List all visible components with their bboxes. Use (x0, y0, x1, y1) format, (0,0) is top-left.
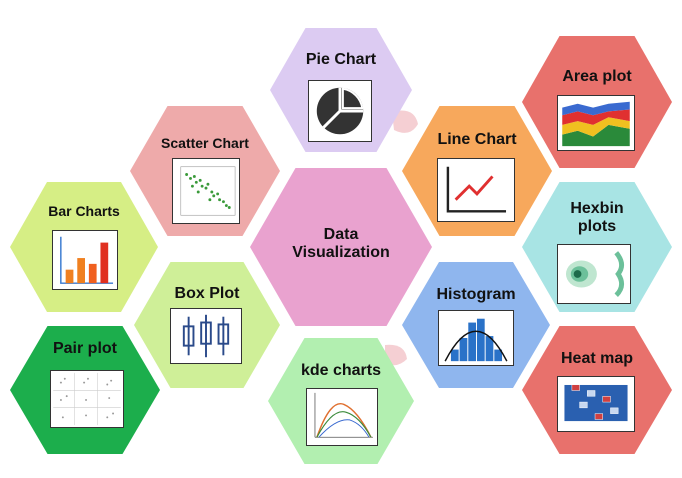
line-chart-icon (446, 166, 507, 213)
heat-map-label: Heat map (560, 350, 634, 367)
area-plot-label: Area plot (562, 68, 632, 85)
heat-map-thumbnail (557, 376, 635, 432)
line-chart-label: Line Chart (437, 131, 517, 148)
histogram-thumbnail (438, 310, 514, 366)
decor-swirl (385, 344, 407, 366)
decor-swirl (392, 110, 418, 133)
histogram-label: Histogram (436, 286, 516, 303)
box-plot-label: Box Plot (174, 285, 240, 302)
bar-chart-icon (60, 236, 114, 284)
pie-chart-thumbnail (308, 80, 372, 142)
box-plot-thumbnail (170, 308, 242, 364)
hexbin-label-line1: Hexbin (570, 200, 624, 217)
kde-charts-label: kde charts (300, 362, 382, 379)
pie-chart-label: Pie Chart (305, 51, 377, 68)
pie-chart-icon (316, 87, 364, 135)
hexbin-label-line2: plots (577, 218, 617, 236)
kde-chart-icon (314, 392, 373, 438)
center-label-line1: Data (323, 226, 359, 243)
hexbin-plot-icon (565, 251, 624, 297)
histogram-icon (444, 318, 508, 362)
area-plot-icon (562, 101, 630, 147)
area-plot-thumbnail (557, 95, 635, 151)
scatter-chart-label: Scatter Chart (161, 135, 249, 151)
hexbin-plots-label: Hexbin plots (532, 200, 662, 237)
scatter-plot-icon (180, 166, 236, 216)
kde-charts-thumbnail (306, 388, 378, 446)
box-plot-icon (182, 314, 230, 358)
pair-plot-label: Pair plot (52, 340, 117, 357)
heat-map-icon (563, 384, 629, 422)
center-label-line2: Visualization (292, 244, 390, 262)
pair-plot-icon (53, 372, 121, 426)
center-label: Data Visualization (260, 226, 422, 263)
bar-charts-thumbnail (52, 230, 118, 290)
hexbin-plots-thumbnail (557, 244, 631, 304)
hex-data-visualization (250, 168, 432, 326)
line-chart-thumbnail (437, 158, 515, 222)
bar-charts-label: Bar Charts (48, 203, 120, 219)
scatter-chart-thumbnail (172, 158, 240, 224)
pair-plot-thumbnail (50, 370, 124, 428)
